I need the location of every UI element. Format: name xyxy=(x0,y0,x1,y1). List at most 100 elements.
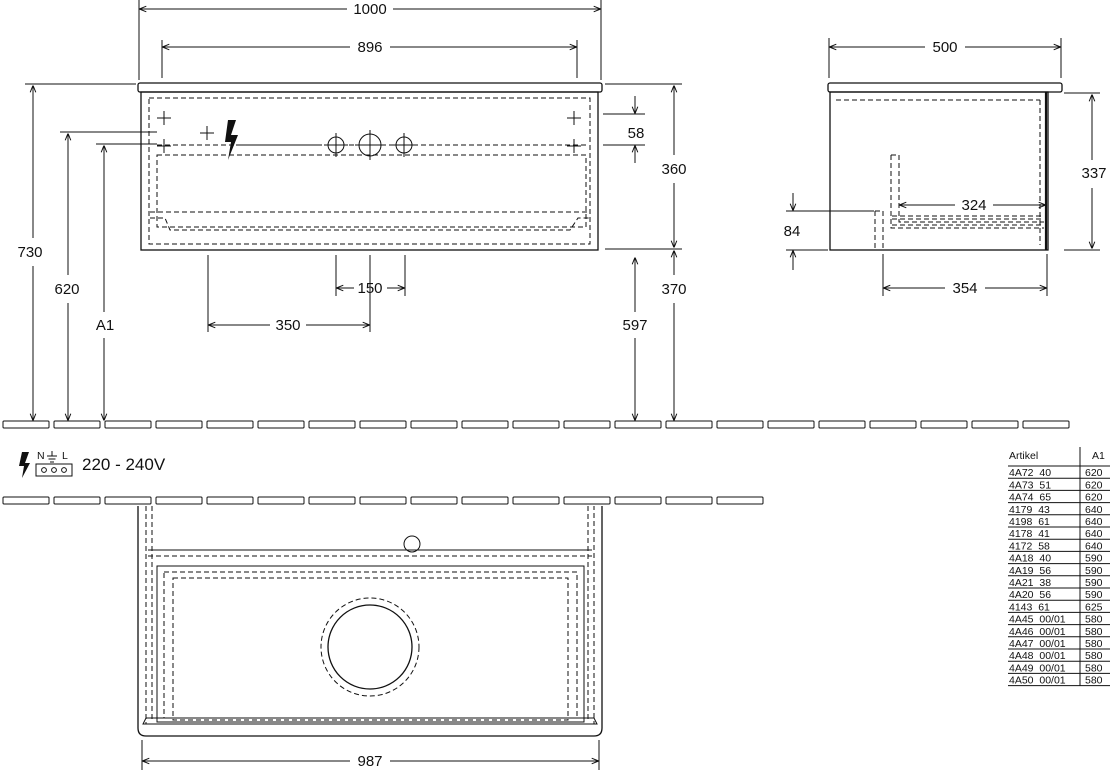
front-inner-outline xyxy=(148,97,591,245)
dim-cabinet-height: 360 xyxy=(661,161,686,178)
floor-tile xyxy=(53,420,101,429)
table-cell-a1: 580 xyxy=(1085,626,1103,638)
table-cell-a1: 590 xyxy=(1085,553,1103,565)
earth-icon xyxy=(47,451,57,463)
lightning-icon xyxy=(19,452,30,478)
table-header-a1: A1 xyxy=(1092,450,1105,462)
top-connection-hole xyxy=(403,535,421,553)
lightning-icon xyxy=(225,120,238,160)
wall-tile xyxy=(716,496,764,505)
dim-upper-offset: 58 xyxy=(628,125,645,142)
table-cell-a1: 625 xyxy=(1085,601,1103,613)
floor-tile xyxy=(308,420,356,429)
table-cell-article: 4172 58 xyxy=(1009,540,1050,552)
wall-tile xyxy=(104,496,152,505)
table-cell-article: 4A20 56 xyxy=(1009,589,1051,601)
floor-tiles-front xyxy=(2,420,1070,429)
floor-tile xyxy=(920,420,968,429)
drain-connections xyxy=(324,130,416,160)
side-cabinet-body xyxy=(829,91,1049,251)
floor-tile xyxy=(767,420,815,429)
table-cell-a1: 640 xyxy=(1085,504,1103,516)
table-cell-article: 4A21 38 xyxy=(1009,577,1051,589)
table-cell-article: 4A50 00/01 xyxy=(1009,675,1066,687)
table-cell-a1: 640 xyxy=(1085,516,1103,528)
floor-tile xyxy=(155,420,203,429)
table-cell-article: 4A73 51 xyxy=(1009,479,1051,491)
table-cell-article: 4143 61 xyxy=(1009,601,1050,613)
wall-tile xyxy=(308,496,356,505)
table-cell-a1: 620 xyxy=(1085,467,1103,479)
table-cell-a1: 620 xyxy=(1085,479,1103,491)
table-cell-a1: 640 xyxy=(1085,528,1103,540)
table-cell-a1: 620 xyxy=(1085,492,1103,504)
wall-tile xyxy=(665,496,713,505)
floor-tile xyxy=(1022,420,1070,429)
top-siphon-cutout xyxy=(327,604,413,690)
dim-floor-to-bottom: 597 xyxy=(622,317,647,334)
front-drawer-base xyxy=(150,211,590,231)
side-view xyxy=(827,82,1063,251)
floor-tile xyxy=(257,420,305,429)
dim-height-total: 730 xyxy=(17,244,42,261)
wall-tile xyxy=(461,496,509,505)
table-cell-article: 4A47 00/01 xyxy=(1009,638,1066,650)
dim-side-inner-depth: 324 xyxy=(961,197,986,214)
electrical-spec: N L 220 - 240V xyxy=(19,450,166,478)
live-label: L xyxy=(62,450,68,462)
table-cell-a1: 590 xyxy=(1085,565,1103,577)
front-view xyxy=(137,82,603,251)
side-countertop xyxy=(827,82,1063,93)
wall-tile xyxy=(359,496,407,505)
floor-tile xyxy=(2,420,50,429)
wall-tile xyxy=(206,496,254,505)
neutral-label: N xyxy=(37,450,45,462)
wall-tile xyxy=(410,496,458,505)
dim-lower-height: 370 xyxy=(661,281,686,298)
wall-tile xyxy=(2,496,50,505)
table-cell-a1: 580 xyxy=(1085,650,1103,662)
dim-height-620: 620 xyxy=(54,281,79,298)
wall-tile xyxy=(257,496,305,505)
front-countertop xyxy=(137,82,603,93)
table-cell-a1: 580 xyxy=(1085,675,1103,687)
wall-tile xyxy=(155,496,203,505)
dim-side-bottom-depth: 354 xyxy=(952,280,977,297)
dim-side-height: 337 xyxy=(1081,165,1106,182)
voltage-label: 220 - 240V xyxy=(82,455,166,474)
table-cell-a1: 580 xyxy=(1085,662,1103,674)
table-cell-article: 4A74 65 xyxy=(1009,492,1051,504)
floor-tile xyxy=(971,420,1019,429)
table-cell-a1: 590 xyxy=(1085,577,1103,589)
floor-tile xyxy=(461,420,509,429)
wall-tile xyxy=(614,496,662,505)
table-cell-article: 4179 43 xyxy=(1009,504,1050,516)
floor-tile xyxy=(206,420,254,429)
floor-tile xyxy=(818,420,866,429)
table-cell-article: 4A49 00/01 xyxy=(1009,662,1066,674)
dim-front-width: 1000 xyxy=(353,1,386,18)
table-cell-article: 4178 41 xyxy=(1009,528,1050,540)
socket-icon xyxy=(35,463,73,477)
table-cell-article: 4A46 00/01 xyxy=(1009,626,1066,638)
table-cell-a1: 580 xyxy=(1085,638,1103,650)
dim-top-view-width: 987 xyxy=(357,753,382,770)
table-cell-article: 4A48 00/01 xyxy=(1009,650,1066,662)
floor-tile xyxy=(512,420,560,429)
front-cabinet-body xyxy=(140,91,599,251)
dim-side-depth: 500 xyxy=(932,39,957,56)
front-drawer xyxy=(156,154,587,228)
table-cell-article: 4A19 56 xyxy=(1009,565,1051,577)
top-drawer-outline xyxy=(156,565,585,723)
table-cell-a1: 590 xyxy=(1085,589,1103,601)
floor-tiles-top xyxy=(2,496,764,505)
fixing-cross-marks xyxy=(157,111,581,153)
top-view xyxy=(137,506,603,737)
floor-tile xyxy=(716,420,764,429)
wall-tile xyxy=(53,496,101,505)
wall-tile xyxy=(563,496,611,505)
dim-a1: A1 xyxy=(96,317,114,334)
dim-side-gap: 84 xyxy=(784,223,801,240)
